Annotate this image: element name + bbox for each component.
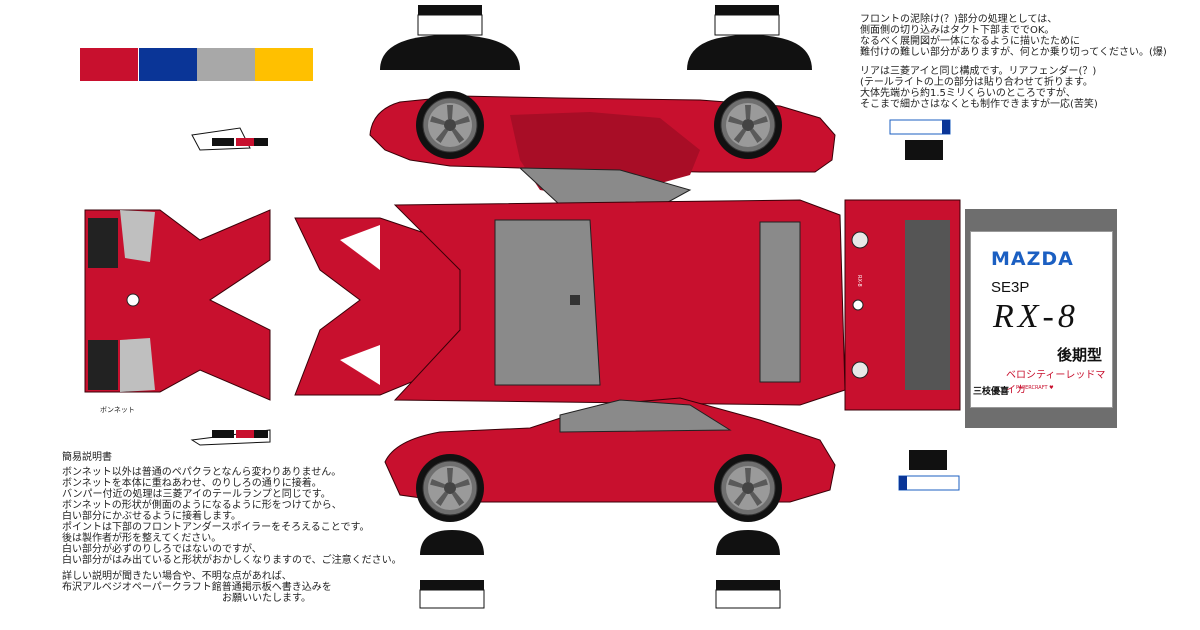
brand-logo: MAZDA xyxy=(991,248,1074,270)
swatch-gray xyxy=(197,48,255,81)
model-label-inner: MAZDA SE3P RX-8 後期型 ベロシティーレッドマイカ 三枝優喜 PA… xyxy=(970,231,1113,408)
rear-badge: RX-8 xyxy=(856,275,862,287)
tire-strip-front-bottom xyxy=(419,530,485,609)
maker-name: 三枝優喜 xyxy=(973,387,1010,397)
model-label-card: MAZDA SE3P RX-8 後期型 ベロシティーレッドマイカ 三枝優喜 PA… xyxy=(965,209,1117,428)
model-variant: 後期型 xyxy=(1057,346,1103,364)
tire-strip-rear-top xyxy=(687,5,812,70)
instructions-body: ボンネット以外は普通のペパクラとなんら変わりありません。 ボンネットを本体に重ね… xyxy=(62,467,402,566)
swatch-blue xyxy=(139,48,197,81)
note-rear-fender: リアは三菱アイと同じ構成です。リアフェンダー(？) (テールライトの上の部分は貼… xyxy=(860,66,1098,110)
bonnet-flap-top xyxy=(191,127,268,151)
tire-strip-front-top xyxy=(380,5,520,70)
side-panel-upper xyxy=(369,90,836,213)
paint-color-name: ベロシティーレッドマイカ xyxy=(1006,370,1106,396)
roof-panel xyxy=(393,199,846,406)
bonnet-label: ボンネット xyxy=(100,406,135,414)
swatch-yellow xyxy=(255,48,313,81)
contact-note: 詳しい説明が聞きたい場合や、不明な点があれば、 布沢アルベジオペーパークラフト館… xyxy=(62,571,332,604)
mirror-tab-bottom xyxy=(898,450,960,491)
rear-panel xyxy=(844,199,961,411)
front-nose-panel xyxy=(84,209,271,401)
tire-strip-rear-bottom xyxy=(715,530,781,609)
swatch-red xyxy=(80,48,138,81)
note-front-fender: フロントの泥除け(？)部分の処理としては、 側面側の切り込みはタクト下部まででO… xyxy=(860,14,1167,58)
model-name: RX-8 xyxy=(993,298,1079,335)
side-panel-lower xyxy=(384,397,836,523)
instructions-title: 簡易説明書 xyxy=(62,452,112,463)
maker-sub: PAPERCRAFT ♥ xyxy=(1016,385,1054,391)
bonnet-flap-bottom xyxy=(190,429,271,446)
model-code: SE3P xyxy=(991,279,1030,296)
mirror-tab-top xyxy=(889,119,951,160)
